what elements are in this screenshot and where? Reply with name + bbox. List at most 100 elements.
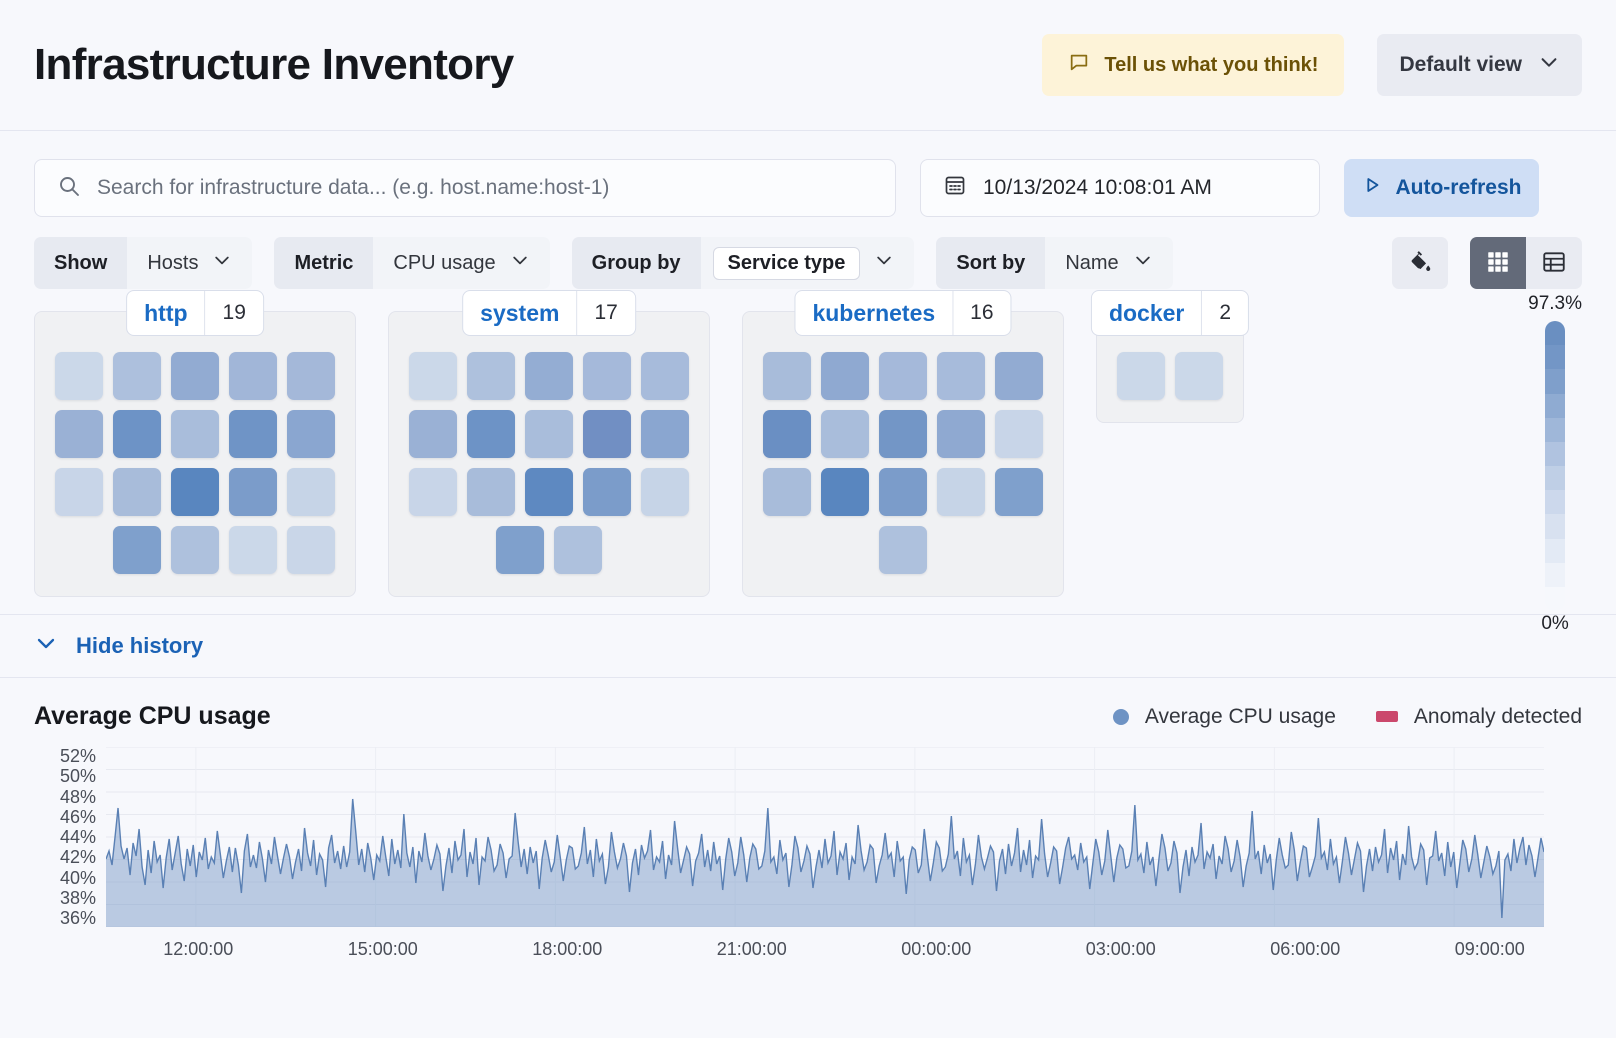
toolbar: Search for infrastructure data... (e.g. … bbox=[0, 131, 1616, 289]
table-view-button[interactable] bbox=[1526, 237, 1582, 289]
legend-square-icon bbox=[1375, 711, 1398, 722]
node-cell[interactable] bbox=[821, 352, 869, 400]
node-cell[interactable] bbox=[467, 468, 515, 516]
hide-history-button[interactable]: Hide history bbox=[34, 631, 203, 661]
node-row bbox=[763, 352, 1043, 400]
node-row bbox=[763, 468, 1043, 516]
node-cell[interactable] bbox=[641, 352, 689, 400]
node-cell[interactable] bbox=[467, 410, 515, 458]
node-cell[interactable] bbox=[879, 468, 927, 516]
node-grid bbox=[409, 352, 689, 574]
group-count: 17 bbox=[576, 291, 634, 335]
node-cell[interactable] bbox=[583, 468, 631, 516]
node-cell[interactable] bbox=[763, 468, 811, 516]
node-cell[interactable] bbox=[171, 526, 219, 574]
node-cell[interactable] bbox=[409, 352, 457, 400]
legend-step bbox=[1545, 441, 1566, 467]
filter-sort-by-value[interactable]: Name bbox=[1045, 237, 1173, 289]
node-cell[interactable] bbox=[1175, 352, 1223, 400]
node-cell[interactable] bbox=[113, 410, 161, 458]
node-cell[interactable] bbox=[409, 410, 457, 458]
node-cell[interactable] bbox=[287, 468, 335, 516]
chart-plot-area[interactable] bbox=[105, 746, 1582, 928]
node-cell[interactable] bbox=[1117, 352, 1165, 400]
node-cell[interactable] bbox=[937, 352, 985, 400]
default-view-button[interactable]: Default view bbox=[1377, 34, 1582, 96]
node-cell[interactable] bbox=[879, 526, 927, 574]
grid-view-button[interactable] bbox=[1470, 237, 1526, 289]
legend-label: Average CPU usage bbox=[1144, 704, 1336, 728]
node-cell[interactable] bbox=[879, 410, 927, 458]
group-name-link[interactable]: kubernetes bbox=[812, 299, 936, 326]
node-cell[interactable] bbox=[937, 468, 985, 516]
search-input[interactable]: Search for infrastructure data... (e.g. … bbox=[34, 159, 896, 217]
date-picker[interactable]: 10/13/2024 10:08:01 AM bbox=[920, 159, 1320, 217]
group-name-link[interactable]: docker bbox=[1108, 299, 1185, 326]
node-cell[interactable] bbox=[229, 410, 277, 458]
node-cell[interactable] bbox=[496, 526, 544, 574]
play-icon bbox=[1361, 174, 1383, 202]
chevron-down-icon bbox=[1538, 51, 1560, 79]
node-cell[interactable] bbox=[995, 410, 1043, 458]
node-cell[interactable] bbox=[287, 352, 335, 400]
filter-group-by-value[interactable]: Service type bbox=[700, 237, 915, 289]
node-cell[interactable] bbox=[583, 352, 631, 400]
node-cell[interactable] bbox=[821, 410, 869, 458]
node-cell[interactable] bbox=[229, 526, 277, 574]
chart-line bbox=[105, 798, 1545, 919]
node-cell[interactable] bbox=[171, 410, 219, 458]
x-axis-tick: 15:00:00 bbox=[347, 939, 418, 959]
paint-bucket-icon bbox=[1407, 249, 1433, 278]
legend-item-average-cpu-usage[interactable]: Average CPU usage bbox=[1112, 704, 1336, 729]
node-cell[interactable] bbox=[229, 468, 277, 516]
group-badge: system 17 bbox=[462, 290, 636, 336]
node-cell[interactable] bbox=[763, 410, 811, 458]
node-cell[interactable] bbox=[113, 352, 161, 400]
filter-group-by: Group by Service type bbox=[571, 237, 915, 289]
node-cell[interactable] bbox=[409, 468, 457, 516]
node-grid bbox=[55, 352, 335, 574]
node-cell[interactable] bbox=[171, 352, 219, 400]
node-row bbox=[55, 526, 335, 574]
node-cell[interactable] bbox=[229, 352, 277, 400]
node-cell[interactable] bbox=[583, 410, 631, 458]
node-cell[interactable] bbox=[287, 526, 335, 574]
color-scale-legend: 97.3% 0% bbox=[1528, 293, 1582, 635]
node-cell[interactable] bbox=[995, 352, 1043, 400]
node-cell[interactable] bbox=[879, 352, 927, 400]
view-mode-toggle bbox=[1470, 237, 1582, 289]
x-axis-tick: 18:00:00 bbox=[532, 939, 603, 959]
node-cell[interactable] bbox=[821, 468, 869, 516]
node-cell[interactable] bbox=[171, 468, 219, 516]
filter-show-value[interactable]: Hosts bbox=[127, 237, 253, 289]
y-axis-tick: 40% bbox=[59, 867, 96, 888]
node-cell[interactable] bbox=[641, 410, 689, 458]
filter-metric-value[interactable]: CPU usage bbox=[373, 237, 550, 289]
node-cell[interactable] bbox=[937, 410, 985, 458]
node-cell[interactable] bbox=[525, 410, 573, 458]
node-cell[interactable] bbox=[113, 526, 161, 574]
node-cell[interactable] bbox=[55, 352, 103, 400]
group-name-link[interactable]: http bbox=[144, 299, 188, 326]
node-cell[interactable] bbox=[467, 352, 515, 400]
node-cell[interactable] bbox=[641, 468, 689, 516]
feedback-button[interactable]: Tell us what you think! bbox=[1042, 34, 1345, 96]
y-axis-tick: 44% bbox=[59, 827, 96, 847]
node-cell[interactable] bbox=[525, 468, 573, 516]
chevron-down-icon bbox=[1133, 250, 1153, 276]
node-cell[interactable] bbox=[55, 468, 103, 516]
node-cell[interactable] bbox=[287, 410, 335, 458]
legend-step bbox=[1545, 514, 1566, 539]
node-cell[interactable] bbox=[55, 410, 103, 458]
node-cell[interactable] bbox=[113, 468, 161, 516]
node-cell[interactable] bbox=[525, 352, 573, 400]
legend-controls-button[interactable] bbox=[1392, 237, 1448, 289]
node-cell[interactable] bbox=[995, 468, 1043, 516]
node-cell[interactable] bbox=[554, 526, 602, 574]
group-name-link[interactable]: system bbox=[480, 299, 560, 326]
legend-item-anomaly-detected[interactable]: Anomaly detected bbox=[1375, 705, 1582, 729]
node-cell[interactable] bbox=[763, 352, 811, 400]
auto-refresh-button[interactable]: Auto-refresh bbox=[1344, 159, 1539, 217]
node-row bbox=[55, 410, 335, 458]
